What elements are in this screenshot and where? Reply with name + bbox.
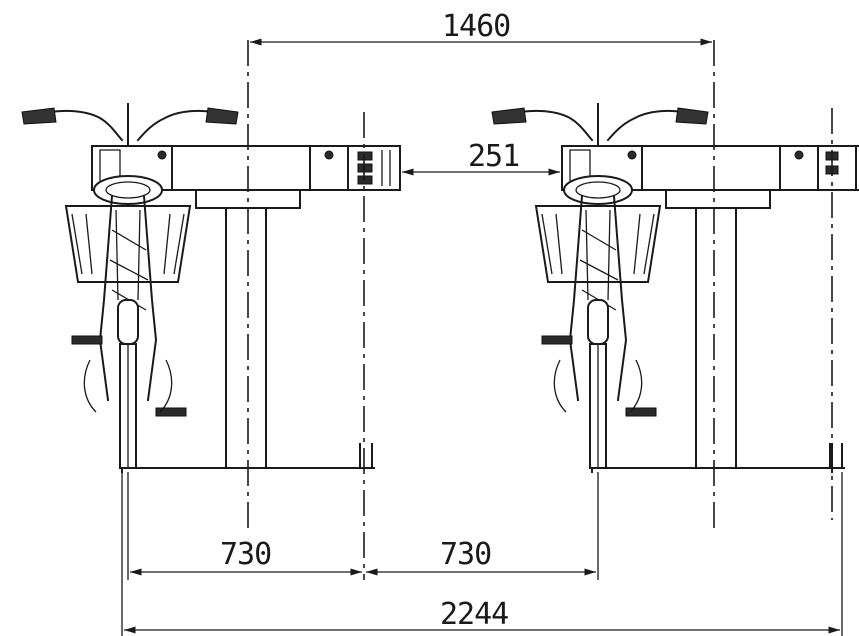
dimension-gap: 251	[402, 139, 560, 176]
dimension-label-251: 251	[468, 139, 519, 174]
left-rack-unit	[121, 145, 401, 473]
extension-lines	[121, 472, 843, 636]
center-lines	[247, 40, 833, 580]
dimension-overall: 2244	[123, 597, 840, 634]
dimension-label-1460: 1460	[442, 9, 510, 44]
dimension-right-half: 730	[366, 537, 596, 576]
dimension-left-half: 730	[130, 537, 362, 576]
dimension-top-span: 1460	[250, 9, 712, 46]
dimension-label-left-730: 730	[220, 537, 271, 572]
left-bike-station	[21, 103, 401, 473]
right-bike-station	[491, 103, 859, 473]
right-rack-unit	[591, 145, 859, 473]
dimension-label-right-730: 730	[440, 537, 491, 572]
dimension-label-2244: 2244	[440, 597, 508, 632]
